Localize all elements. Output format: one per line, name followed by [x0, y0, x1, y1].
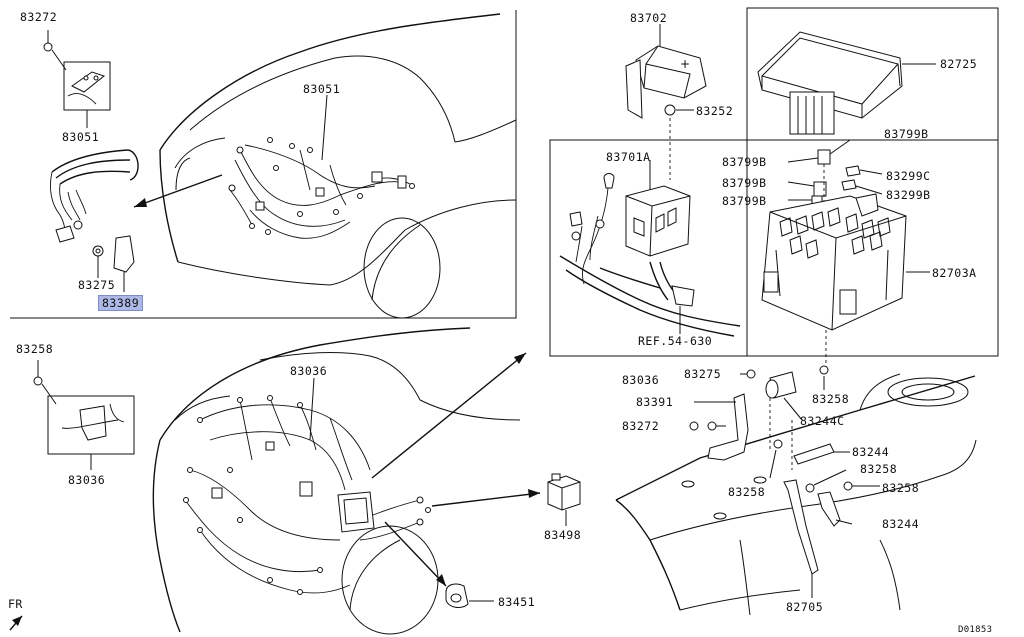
- part-label-83258[interactable]: 83258: [882, 481, 920, 495]
- bracket-83036-inset: [33, 360, 125, 470]
- part-label-83799B[interactable]: 83799B: [722, 194, 767, 208]
- arrows-top-left: [133, 94, 328, 208]
- fasteners-bottom-right: [689, 365, 880, 493]
- part-label-83244C[interactable]: 83244C: [800, 414, 845, 428]
- bracket-82705: [783, 479, 853, 598]
- part-label-83036[interactable]: 83036: [290, 364, 328, 378]
- part-label-83275[interactable]: 83275: [78, 278, 116, 292]
- part-label-83244[interactable]: 83244: [882, 517, 920, 531]
- part-label-83299B[interactable]: 83299B: [886, 188, 931, 202]
- cover-82725: [757, 31, 936, 135]
- car-body-outline-bottom: [152, 327, 521, 635]
- arrows-bottom-left: [309, 352, 541, 587]
- part-label-83051[interactable]: 83051: [303, 82, 341, 96]
- body-panel-bottom-right: [615, 373, 977, 616]
- clip-83451: [445, 583, 494, 608]
- fuse-block-83701A: [559, 160, 741, 337]
- harness-83051-detail: [49, 149, 139, 292]
- panel-frames: [10, 7, 999, 455]
- part-label-83258[interactable]: 83258: [860, 462, 898, 476]
- part-label-83272[interactable]: 83272: [622, 419, 660, 433]
- part-label-83258[interactable]: 83258: [812, 392, 850, 406]
- svg-text:+: +: [680, 57, 690, 71]
- part-label-83391[interactable]: 83391: [636, 395, 674, 409]
- part-label-82725[interactable]: 82725: [940, 57, 978, 71]
- part-label-82705[interactable]: 82705: [786, 600, 824, 614]
- front-direction-arrow: [9, 615, 23, 631]
- bracket-83391: [694, 393, 749, 461]
- cover-83702: +: [625, 24, 707, 180]
- relay-box-82703A: [761, 193, 930, 368]
- part-label-83244[interactable]: 83244: [852, 445, 890, 459]
- part-label-83275[interactable]: 83275: [684, 367, 722, 381]
- harness-83036-main: [183, 395, 431, 595]
- part-label-83258[interactable]: 83258: [728, 485, 766, 499]
- diagram-code: D01853: [958, 625, 993, 635]
- fuses-83799B: [787, 139, 883, 230]
- bracket-83244-a: [793, 443, 850, 465]
- harness-83051-main: [228, 137, 415, 239]
- bracket-83244C: [765, 371, 803, 450]
- car-body-outline-top: [159, 13, 517, 319]
- part-label-83272[interactable]: 83272: [20, 10, 58, 24]
- part-label-83799B[interactable]: 83799B: [884, 127, 929, 141]
- front-direction-label: FR: [8, 597, 23, 611]
- part-label-83498[interactable]: 83498: [544, 528, 582, 542]
- connector-83498: [547, 473, 581, 526]
- part-label-83451[interactable]: 83451: [498, 595, 536, 609]
- part-label-83258[interactable]: 83258: [16, 342, 54, 356]
- part-label-83389-highlighted[interactable]: 83389: [98, 295, 144, 311]
- part-label-83701A[interactable]: 83701A: [606, 150, 651, 164]
- part-label-83799B[interactable]: 83799B: [722, 155, 767, 169]
- bracket-83051-inset: [43, 30, 106, 128]
- part-label-82703A[interactable]: 82703A: [932, 266, 977, 280]
- part-label-83036[interactable]: 83036: [622, 373, 660, 387]
- reference-label[interactable]: REF.54-630: [638, 334, 713, 348]
- part-label-83252[interactable]: 83252: [696, 104, 734, 118]
- part-label-83051[interactable]: 83051: [62, 130, 100, 144]
- part-label-83036[interactable]: 83036: [68, 473, 106, 487]
- part-label-83299C[interactable]: 83299C: [886, 169, 931, 183]
- part-label-83702[interactable]: 83702: [630, 11, 668, 25]
- part-label-83799B[interactable]: 83799B: [722, 176, 767, 190]
